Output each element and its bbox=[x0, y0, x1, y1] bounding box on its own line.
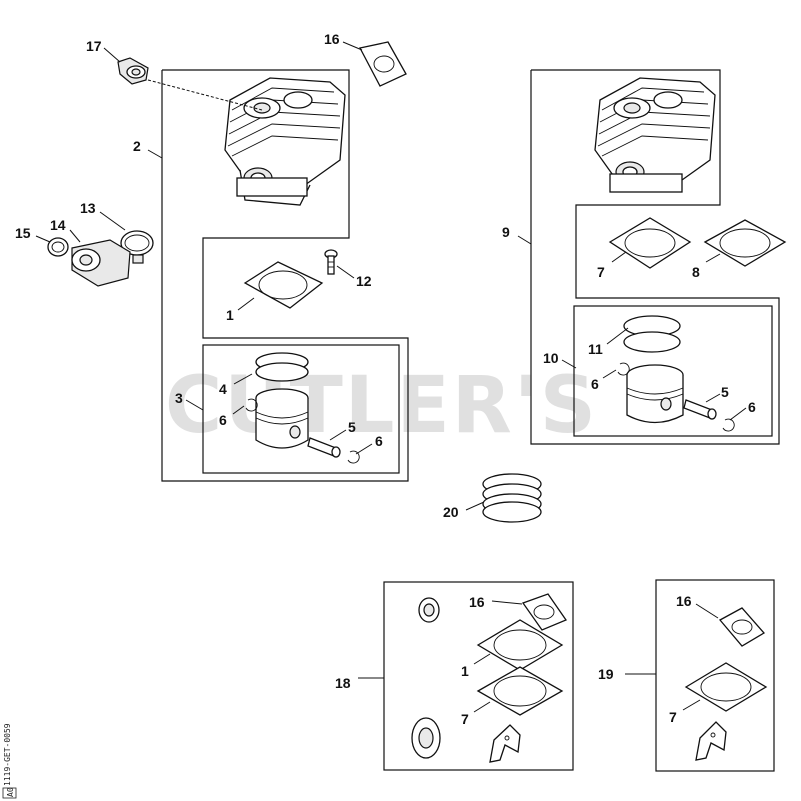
label-5-right: 5 bbox=[721, 384, 729, 400]
leader-14 bbox=[69, 229, 81, 243]
leader-8 bbox=[705, 253, 721, 263]
cylinder-left[interactable] bbox=[224, 77, 346, 206]
gasket-1-set18[interactable] bbox=[476, 619, 564, 671]
label-10: 10 bbox=[543, 350, 559, 366]
intake-manifold[interactable] bbox=[71, 239, 131, 287]
leader-1-set18 bbox=[473, 653, 491, 665]
piston-pin-right[interactable] bbox=[683, 399, 717, 420]
label-6-right-b: 6 bbox=[748, 399, 756, 415]
leader-11 bbox=[606, 327, 629, 345]
leader-7-set18 bbox=[473, 701, 491, 713]
leader-6-right-b bbox=[729, 407, 747, 421]
label-12: 12 bbox=[356, 273, 372, 289]
leader-5-left bbox=[329, 429, 347, 441]
leader-5-right bbox=[705, 393, 721, 403]
oil-seal-bottom[interactable] bbox=[411, 717, 441, 759]
leader-17 bbox=[103, 47, 121, 63]
assembly-box-9 bbox=[530, 69, 780, 445]
gasket-16-set19[interactable] bbox=[718, 607, 766, 647]
watermark-text: CUTLER'S bbox=[165, 361, 598, 451]
piston-ring-set-20[interactable] bbox=[482, 473, 542, 523]
circlip-left-a[interactable] bbox=[245, 398, 258, 412]
label-16-set18: 16 bbox=[469, 594, 485, 610]
leader-10 bbox=[561, 359, 577, 369]
label-15: 15 bbox=[15, 225, 31, 241]
screw-12[interactable] bbox=[324, 249, 338, 275]
label-13: 13 bbox=[80, 200, 96, 216]
piston-right[interactable] bbox=[626, 364, 684, 424]
leader-9 bbox=[517, 235, 532, 245]
label-7-set18: 7 bbox=[461, 711, 469, 727]
leader-16-top bbox=[342, 41, 363, 51]
label-4: 4 bbox=[219, 381, 227, 397]
label-3: 3 bbox=[175, 390, 183, 406]
piston-left[interactable] bbox=[255, 388, 309, 449]
label-18: 18 bbox=[335, 675, 351, 691]
piston-rings-left[interactable] bbox=[255, 352, 309, 382]
circlip-right-b[interactable] bbox=[722, 418, 735, 432]
gasket-8-right[interactable] bbox=[703, 219, 787, 267]
leader-7-set19 bbox=[682, 699, 701, 711]
label-6-right-a: 6 bbox=[591, 376, 599, 392]
label-2: 2 bbox=[133, 138, 141, 154]
drawing-code-suffix: A0 bbox=[6, 787, 15, 797]
assembly-box-19 bbox=[655, 579, 775, 772]
drawing-code-box bbox=[2, 787, 17, 799]
bracket-set18[interactable] bbox=[489, 724, 521, 763]
gasket-16-top[interactable] bbox=[359, 41, 407, 87]
bracket-set19[interactable] bbox=[695, 721, 727, 761]
leader-15 bbox=[35, 235, 51, 243]
label-5-left: 5 bbox=[348, 419, 356, 435]
circlip-right-a[interactable] bbox=[617, 362, 630, 376]
assembly-box-3 bbox=[202, 344, 400, 474]
leader-16-set18 bbox=[491, 600, 523, 605]
label-16-top: 16 bbox=[324, 31, 340, 47]
label-17: 17 bbox=[86, 38, 102, 54]
oil-seal-top[interactable] bbox=[418, 597, 440, 623]
label-20: 20 bbox=[443, 504, 459, 520]
label-6-left-a: 6 bbox=[219, 412, 227, 428]
gasket-7-set19[interactable] bbox=[684, 662, 768, 712]
label-14: 14 bbox=[50, 217, 66, 233]
manifold-ring[interactable] bbox=[47, 237, 69, 257]
leader-12 bbox=[336, 265, 355, 279]
leader-16-set19 bbox=[695, 603, 719, 619]
label-7-right: 7 bbox=[597, 264, 605, 280]
leader-1-left bbox=[237, 297, 255, 311]
label-6-left-b: 6 bbox=[375, 433, 383, 449]
base-gasket-left[interactable] bbox=[243, 261, 324, 309]
label-9: 9 bbox=[502, 224, 510, 240]
leader-3 bbox=[185, 399, 204, 411]
gasket-7-right[interactable] bbox=[608, 217, 692, 269]
label-19: 19 bbox=[598, 666, 614, 682]
cylinder-right[interactable] bbox=[594, 77, 716, 193]
label-7-set19: 7 bbox=[669, 709, 677, 725]
leader-13 bbox=[99, 211, 126, 231]
decompression-valve[interactable] bbox=[117, 57, 149, 85]
assembly-box-2 bbox=[161, 69, 409, 482]
leader-4 bbox=[233, 373, 253, 385]
piston-rings-right[interactable] bbox=[623, 315, 681, 353]
assembly-box-18 bbox=[383, 581, 574, 771]
leader-6-left-a bbox=[232, 405, 245, 415]
leader-20 bbox=[465, 501, 485, 511]
piston-pin-left[interactable] bbox=[307, 437, 341, 458]
label-11: 11 bbox=[588, 341, 603, 357]
label-8: 8 bbox=[692, 264, 700, 280]
leader-7-right bbox=[611, 251, 627, 263]
label-1-left: 1 bbox=[226, 307, 234, 323]
label-1-set18: 1 bbox=[461, 663, 469, 679]
gasket-7-set18[interactable] bbox=[476, 666, 564, 716]
leader-2 bbox=[147, 149, 163, 159]
circlip-left-b[interactable] bbox=[347, 450, 360, 464]
label-16-set19: 16 bbox=[676, 593, 692, 609]
gasket-16-set18[interactable] bbox=[521, 593, 567, 631]
manifold-clamp[interactable] bbox=[120, 230, 154, 264]
leader-6-right-a bbox=[602, 369, 617, 379]
assembly-box-10 bbox=[573, 305, 773, 437]
leader-6-left-b bbox=[355, 443, 373, 455]
drawing-code: 1119-GET-0059 bbox=[3, 723, 12, 786]
